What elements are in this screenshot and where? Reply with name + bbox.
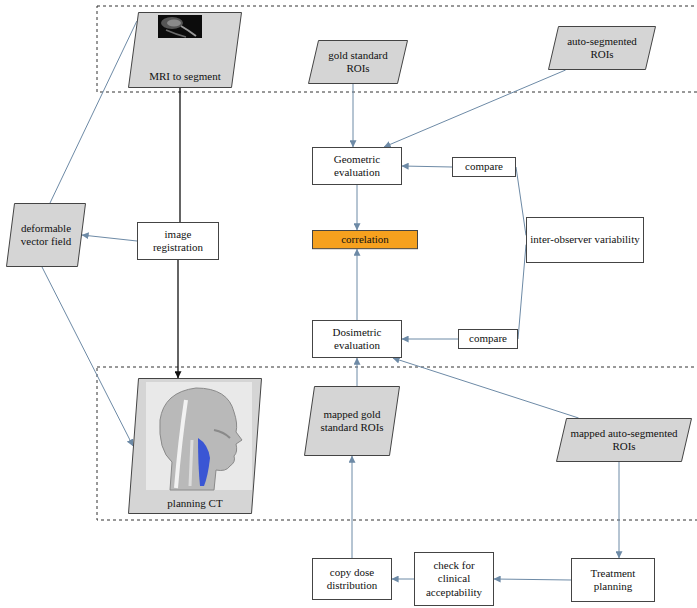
connector <box>42 267 133 446</box>
input-image: MRI to segment <box>128 12 242 88</box>
connector <box>357 358 358 386</box>
process-box: copy dose distribution <box>312 558 392 600</box>
connector <box>393 358 579 418</box>
connector <box>518 245 526 339</box>
node-label: Geometric evaluation <box>316 153 398 179</box>
connector <box>82 235 137 241</box>
connector <box>179 88 180 222</box>
node-label: mapped gold standard ROIs <box>318 408 386 434</box>
node-label: planning CT <box>167 497 222 510</box>
node-label: correlation <box>341 233 389 246</box>
node-label: image registration <box>141 228 215 254</box>
result-box: correlation <box>312 230 418 249</box>
data-output: mapped gold standard ROIs <box>304 386 400 456</box>
input-image: planning CT <box>128 378 262 514</box>
node-label: MRI to segment <box>149 70 221 83</box>
node-label: check for clinical acceptability <box>418 559 490 599</box>
connector <box>494 579 571 580</box>
process-box: Dosimetric evaluation <box>312 320 402 358</box>
connector <box>384 70 566 147</box>
process-box: compare <box>452 157 516 177</box>
connector <box>177 260 178 378</box>
data-output: mapped auto-segmented ROIs <box>556 418 692 462</box>
mri-thumbnail <box>158 15 202 38</box>
ct-illustration <box>146 382 252 490</box>
process-box: compare <box>458 329 518 349</box>
process-box: inter-observer variability <box>526 217 644 263</box>
parallelogram-outline <box>128 378 262 514</box>
mri-region <box>97 6 697 92</box>
connector <box>50 21 137 203</box>
process-box: image registration <box>137 222 219 260</box>
connector <box>402 166 452 167</box>
connector <box>402 339 458 340</box>
connector <box>392 579 414 580</box>
process-box: check for clinical acceptability <box>414 552 494 606</box>
ct-region <box>97 367 697 520</box>
connector <box>357 185 358 230</box>
node-label: copy dose distribution <box>316 566 388 592</box>
input-data: gold standard ROIs <box>308 40 408 84</box>
data-output: deformable vector field <box>6 203 86 267</box>
node-label: deformable vector field <box>18 222 74 248</box>
node-label: gold standard ROIs <box>322 49 394 75</box>
process-box: Treatment planning <box>571 558 655 602</box>
connector <box>516 167 526 235</box>
node-label: inter-observer variability <box>530 233 639 246</box>
node-label: Dosimetric evaluation <box>316 326 398 352</box>
node-label: auto-segmented ROIs <box>562 35 642 61</box>
node-label: mapped auto-segmented ROIs <box>570 427 678 453</box>
node-label: Treatment planning <box>575 567 651 593</box>
connector <box>353 84 354 147</box>
node-label: compare <box>465 160 503 173</box>
node-label: compare <box>469 332 507 345</box>
connector <box>357 249 358 320</box>
process-box: Geometric evaluation <box>312 147 402 185</box>
input-data: auto-segmented ROIs <box>548 26 656 70</box>
connector <box>619 462 620 558</box>
connector <box>352 456 353 558</box>
